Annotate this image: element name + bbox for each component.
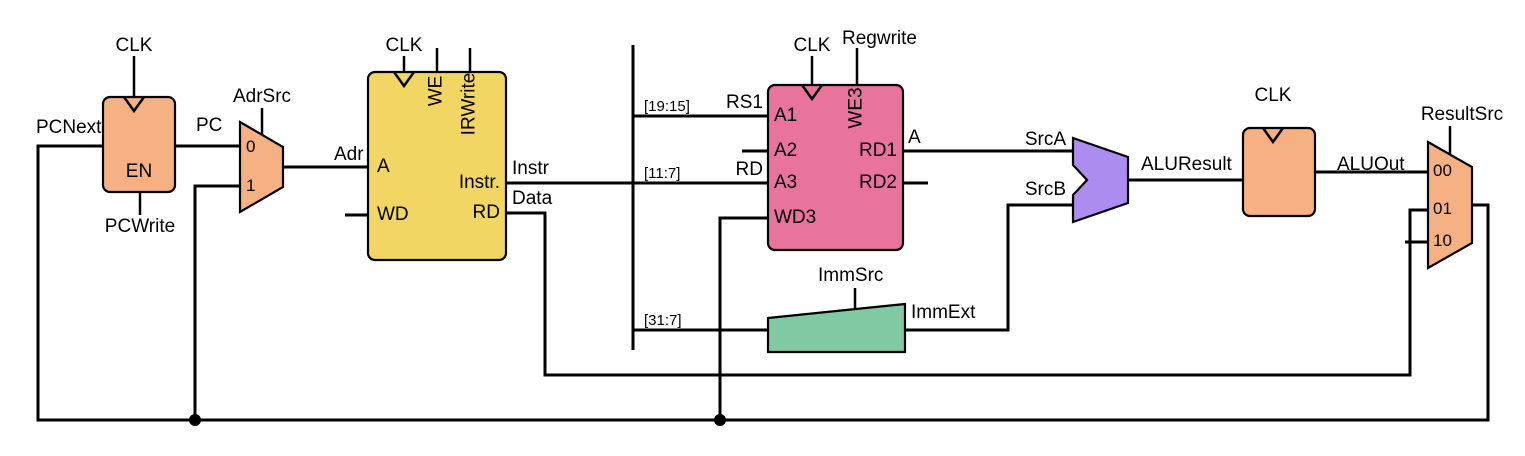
junction-dot [189, 414, 201, 426]
adrsrc-label: AdrSrc [232, 86, 292, 107]
adrsrc-mux-input1-label: 1 [246, 176, 256, 195]
rf-clk-label: CLK [793, 35, 831, 56]
aluout-register-block [1241, 126, 1317, 218]
wires-layer [36, 45, 1490, 422]
rf-port-a1-label: A1 [774, 105, 798, 126]
adrsrc-mux-shape [238, 120, 285, 214]
rf-port-wd3-label: WD3 [774, 207, 817, 228]
rf-clock-edge-icon [800, 84, 824, 102]
pc-register-block [101, 95, 177, 194]
slice-11-7-label: [11:7] [644, 165, 681, 182]
register-file-block [766, 83, 905, 252]
wire-data [506, 208, 1428, 377]
resultsrc-label: ResultSrc [1420, 104, 1504, 125]
rf-we3-label: WE3 [845, 87, 867, 129]
junction-dot [714, 414, 726, 426]
rf-port-a2-label: A2 [774, 140, 798, 161]
rf-port-a3-label: A3 [774, 172, 798, 193]
wire-immext [905, 203, 1073, 332]
wire-label-pc: PC [196, 115, 223, 136]
pc-clock-edge-icon [122, 96, 146, 114]
junction-dots-layer [189, 414, 726, 426]
extend-shape [766, 302, 907, 354]
resultsrc-mux-input00-label: 00 [1433, 161, 1452, 180]
wire-label-aluresult: ALUResult [1141, 154, 1232, 175]
wire-label-pcnext: PCNext [36, 117, 102, 138]
wire-label-data: Data [512, 188, 553, 209]
wire-label-instr: Instr [512, 158, 549, 179]
clock-edge-layer [122, 71, 1285, 145]
mem-clock-edge-icon [392, 71, 416, 89]
immsrc-label: ImmSrc [818, 265, 884, 286]
mem-port-a-label: A [377, 156, 390, 177]
wire-label-immext: ImmExt [911, 302, 976, 323]
resultsrc-mux-input01-label: 01 [1433, 199, 1452, 218]
alu-shape [1071, 136, 1130, 224]
mem-irwrite-label: IRWrite [458, 72, 480, 136]
wire-label-rs1: RS1 [726, 92, 763, 113]
mem-we-label: WE [425, 75, 447, 107]
wire-label-adr: Adr [334, 144, 364, 165]
wire-result-to-wd3 [718, 216, 768, 420]
resultsrc-mux-input10-label: 10 [1433, 231, 1452, 250]
control-stubs-layer [132, 48, 1452, 310]
rf-port-rd1-label: RD1 [858, 140, 897, 161]
wire-label-rd: RD [735, 159, 763, 180]
wire-label-srca: SrcA [1024, 129, 1066, 150]
wire-result-loop [36, 144, 1490, 422]
wire-label-a: A [908, 127, 921, 148]
rf-port-rd2-label: RD2 [858, 172, 897, 193]
aluout-clock-edge-icon [1261, 127, 1285, 145]
wire-result-to-adrmux [193, 184, 240, 420]
slice-31-7-label: [31:7] [644, 312, 682, 329]
slice-19-15-label: [19:15] [644, 98, 690, 115]
wire-label-aluout: ALUOut [1337, 154, 1405, 175]
pc-en-label: EN [125, 161, 153, 182]
aluout-clk-label: CLK [1254, 85, 1292, 106]
mem-port-rd-label: RD [472, 202, 500, 223]
resultsrc-mux-shape [1426, 140, 1474, 270]
mem-port-wd-label: WD [377, 204, 409, 225]
regwrite-label: Regwrite [842, 28, 917, 49]
pc-clk-label: CLK [115, 35, 153, 56]
blocks-layer [101, 70, 1474, 354]
mem-clk-label: CLK [385, 35, 423, 56]
mem-port-instr-label: Instr. [458, 172, 500, 193]
adrsrc-mux-input0-label: 0 [246, 137, 256, 156]
pcwrite-label: PCWrite [104, 216, 176, 237]
memory-block [366, 70, 508, 262]
wire-label-srcb: SrcB [1024, 179, 1066, 200]
